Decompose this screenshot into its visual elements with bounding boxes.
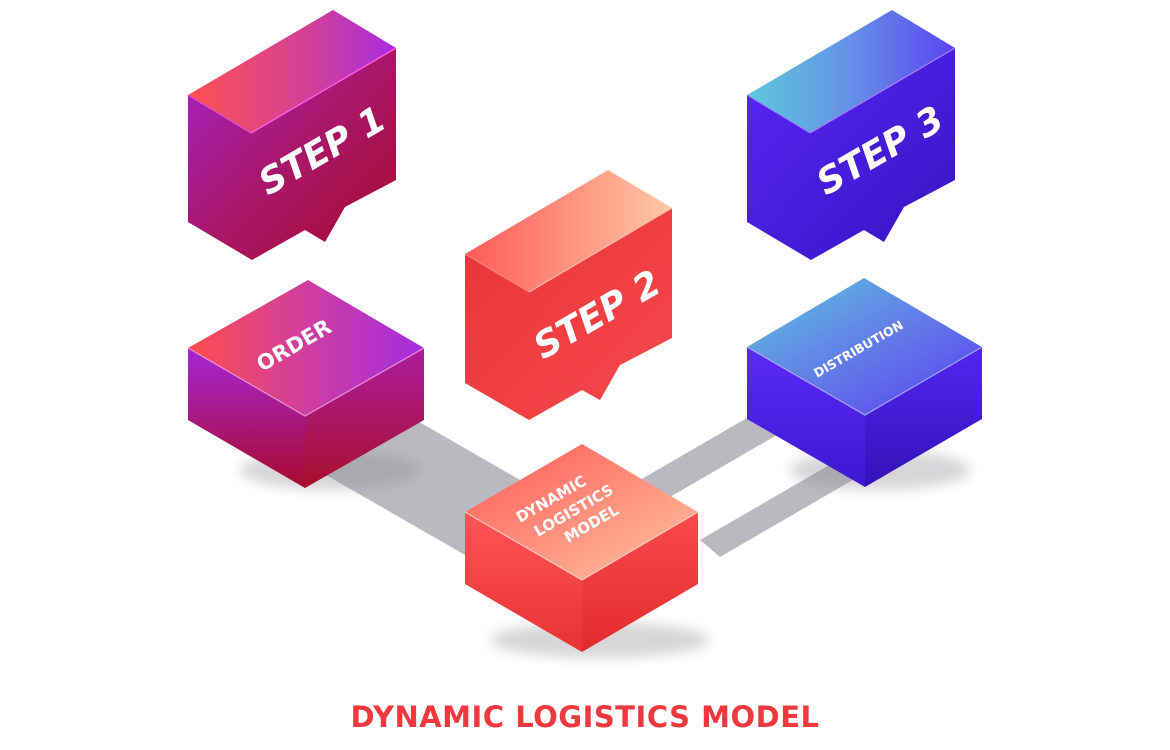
step-3-callout[interactable]: STEP 3 (746, 10, 956, 260)
step-1-callout[interactable]: STEP 1 (187, 10, 397, 260)
order-block[interactable]: ORDER (187, 280, 425, 488)
distribution-block[interactable]: DISTRIBUTION (746, 278, 983, 487)
step-2-front-face (465, 208, 672, 420)
page-title: DYNAMIC LOGISTICS MODEL (350, 700, 820, 734)
step-1-front-face (188, 48, 396, 260)
step-2-top-face (465, 170, 672, 292)
step-1-top-face (188, 10, 396, 133)
center-left-face (465, 512, 582, 652)
center-right-face (582, 512, 698, 652)
distribution-right-face (865, 347, 982, 487)
order-right-face (305, 348, 424, 488)
step-3-top-face (747, 10, 955, 133)
step-2-callout[interactable]: STEP 2 (464, 170, 673, 420)
distribution-left-face (747, 347, 865, 487)
order-left-face (188, 348, 305, 488)
step-3-front-face (747, 48, 955, 260)
center-block[interactable]: DYNAMIC LOGISTICS MODEL (464, 444, 699, 652)
